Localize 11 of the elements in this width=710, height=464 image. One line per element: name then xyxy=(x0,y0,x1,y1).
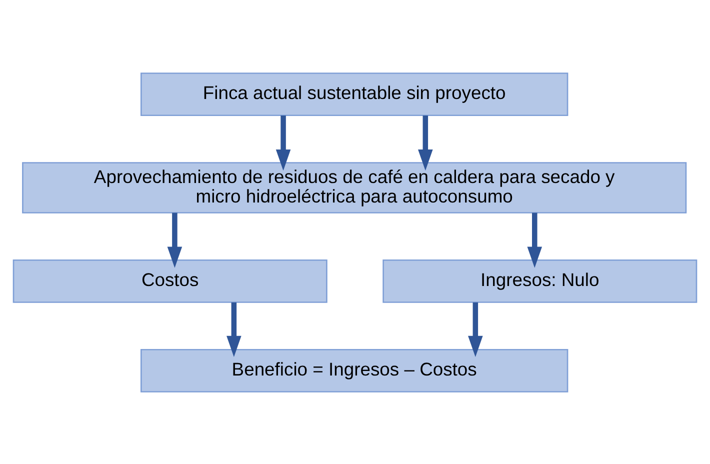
arrow xyxy=(527,212,542,268)
node-box: Finca actual sustentable sin proyecto xyxy=(140,72,568,116)
arrow xyxy=(167,212,182,268)
node-box: Aprovechamiento de residuos de café en caldera para secado y micro hidroeléctrica para autoconsumo xyxy=(22,162,687,213)
arrow xyxy=(276,115,291,170)
node-box: Costos xyxy=(12,258,328,302)
node-box: Beneficio = Ingresos – Costos xyxy=(140,348,568,392)
arrow xyxy=(418,115,433,170)
arrow xyxy=(226,302,242,356)
node-box: Ingresos: Nulo xyxy=(382,258,698,302)
arrow xyxy=(468,302,483,356)
